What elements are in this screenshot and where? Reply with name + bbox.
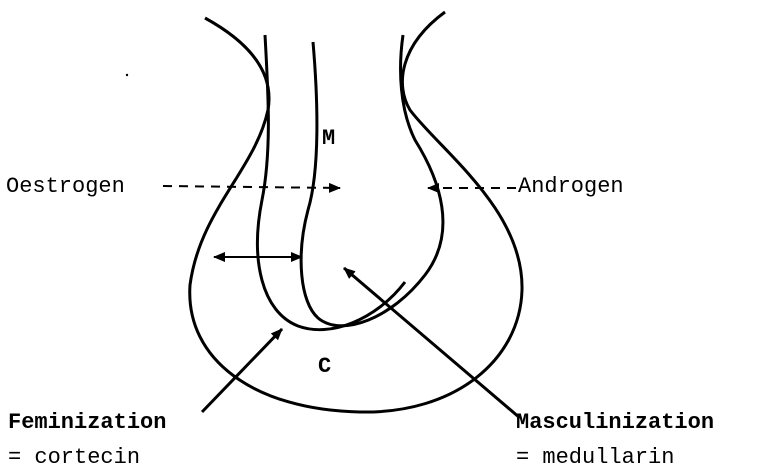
cortex-label: C [318,356,331,378]
masculinization-label: Masculinization [516,412,714,434]
medullarin-label: = medullarin [516,447,674,469]
oestrogen-label: Oestrogen [6,176,125,198]
androgen-label: Androgen [518,176,624,198]
medulla-outline [301,35,443,326]
stray-dot [126,74,128,76]
cortex-outline [190,12,522,412]
feminization-arrow [202,329,282,412]
inner-tube-outline [258,35,406,330]
cortecin-label: = cortecin [8,447,140,469]
medulla-label: M [322,128,335,150]
feminization-label: Feminization [8,412,166,434]
masculinization-arrow [344,268,520,418]
